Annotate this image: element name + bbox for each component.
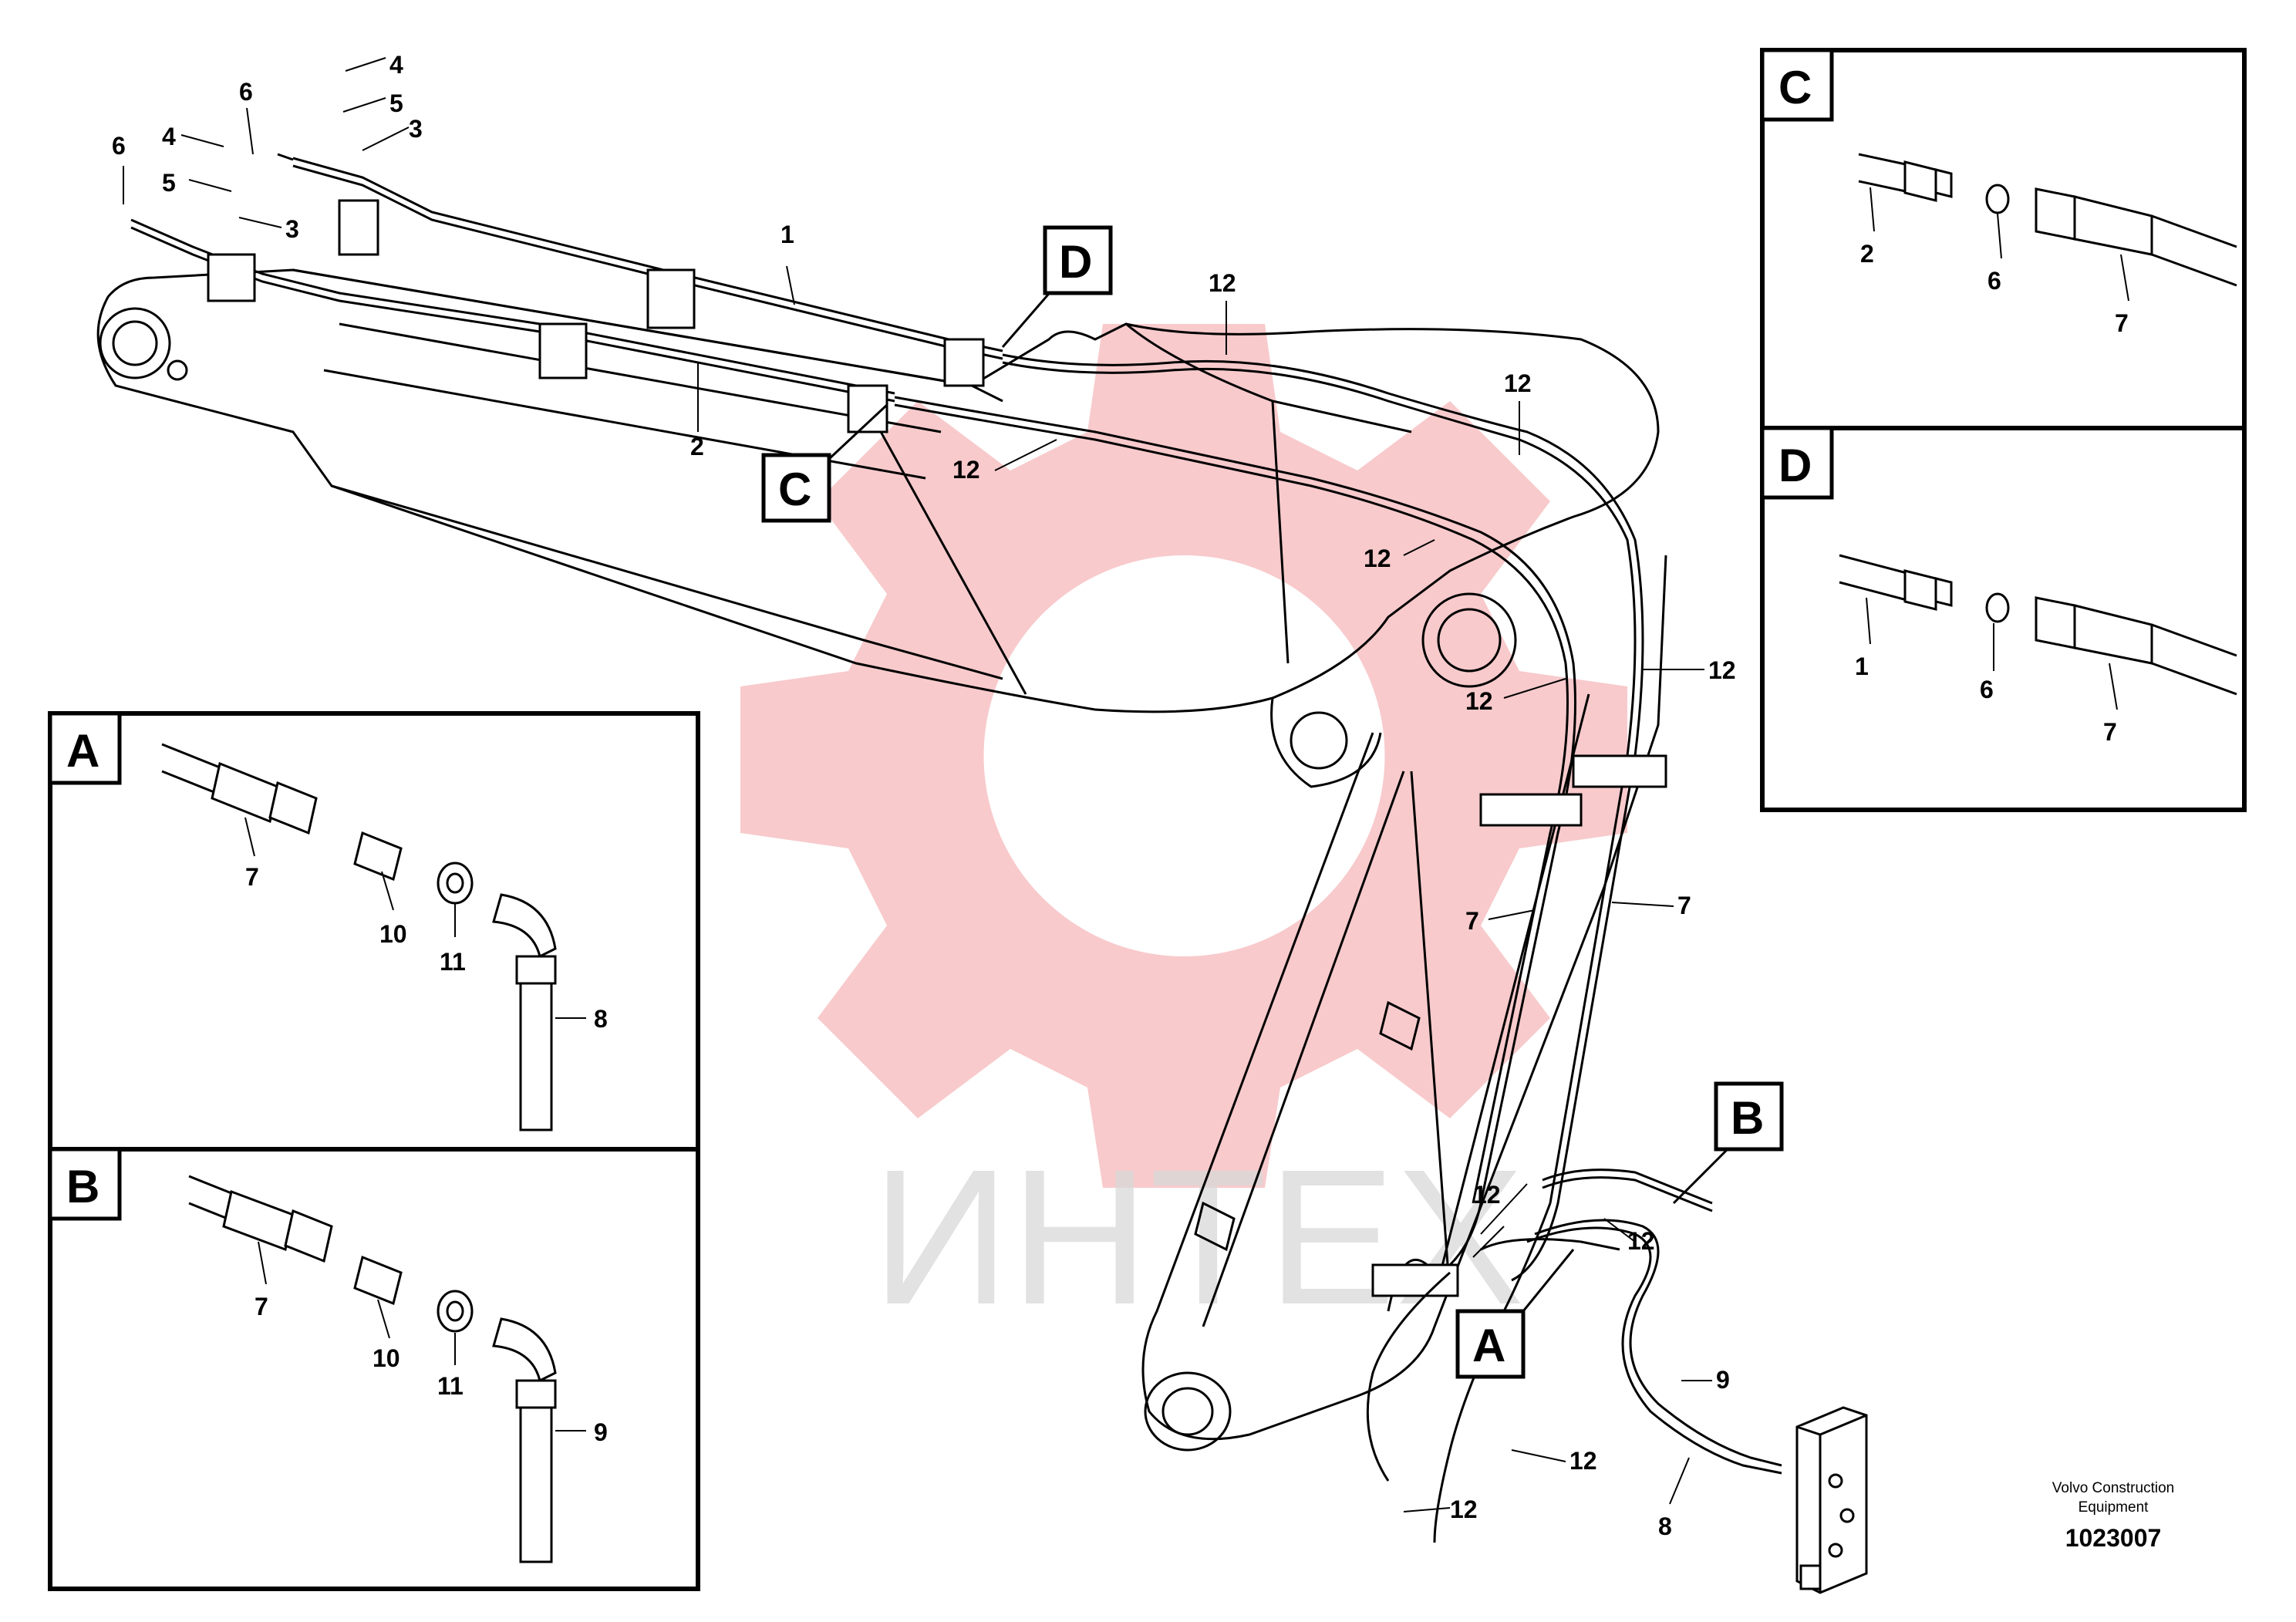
label-5-left: 5 bbox=[162, 169, 176, 197]
detail-C-label-7: 7 bbox=[2115, 309, 2129, 337]
detail-C-title: C bbox=[1778, 62, 1812, 113]
callout-A-label: A bbox=[1472, 1320, 1505, 1371]
detail-D-label-1: 1 bbox=[1855, 653, 1869, 680]
label-1: 1 bbox=[781, 221, 794, 248]
boom-clamps bbox=[207, 199, 985, 433]
detail-D-label-7: 7 bbox=[2103, 718, 2117, 746]
label-6-left: 6 bbox=[112, 132, 126, 160]
detail-A-label-8: 8 bbox=[594, 1005, 608, 1033]
drawing-number: 1023007 bbox=[2065, 1524, 2162, 1552]
detail-panel-AB bbox=[48, 711, 700, 1591]
label-12-f: 12 bbox=[1708, 656, 1736, 684]
label-6-top: 6 bbox=[239, 78, 253, 106]
detail-B-label-10: 10 bbox=[373, 1344, 400, 1372]
label-7-right: 7 bbox=[1677, 892, 1691, 919]
detail-A-label-11: 11 bbox=[440, 948, 466, 976]
control-valve bbox=[1795, 1406, 1868, 1594]
callout-C: C bbox=[761, 403, 888, 523]
label-12-h: 12 bbox=[1627, 1227, 1655, 1255]
detail-panel-CD bbox=[1760, 48, 2247, 812]
leader-lines bbox=[123, 57, 1712, 1512]
callout-C-label: C bbox=[778, 464, 811, 515]
label-12-b: 12 bbox=[1504, 369, 1532, 397]
watermark-text: ИНТЕХ bbox=[872, 1129, 1524, 1344]
label-5-top: 5 bbox=[389, 89, 403, 117]
label-3-left: 3 bbox=[285, 215, 299, 243]
label-9: 9 bbox=[1716, 1366, 1730, 1394]
detail-A-label-7: 7 bbox=[245, 863, 259, 891]
label-12-c: 12 bbox=[952, 456, 980, 484]
watermark-logo bbox=[740, 324, 1627, 1188]
main-labels: 1 2 4 5 3 4 5 3 6 6 12 12 12 12 12 12 12… bbox=[112, 51, 1736, 1540]
detail-B-label-9: 9 bbox=[594, 1418, 608, 1446]
hoses-8-9 bbox=[1366, 1168, 1782, 1543]
label-7-left: 7 bbox=[1465, 907, 1479, 935]
label-12-g: 12 bbox=[1473, 1181, 1501, 1209]
detail-C-label-6: 6 bbox=[1988, 267, 2001, 295]
detail-C-label-2: 2 bbox=[1860, 240, 1874, 268]
detail-B-label-7: 7 bbox=[255, 1293, 268, 1320]
detail-C: C 2 6 7 bbox=[1760, 48, 2237, 337]
label-4-left: 4 bbox=[162, 123, 176, 150]
reference-block: Volvo Construction Equipment 1023007 bbox=[2052, 1480, 2174, 1552]
label-8: 8 bbox=[1658, 1512, 1672, 1540]
label-12-j: 12 bbox=[1450, 1496, 1478, 1523]
detail-D-label-6: 6 bbox=[1980, 676, 1994, 703]
company-name-line2: Equipment bbox=[2079, 1499, 2149, 1516]
callout-D: D bbox=[1001, 225, 1113, 348]
callout-D-label: D bbox=[1059, 236, 1092, 288]
label-12-d: 12 bbox=[1364, 545, 1391, 572]
detail-D-title: D bbox=[1778, 440, 1812, 491]
company-name-line1: Volvo Construction bbox=[2052, 1480, 2174, 1496]
arm-clamps bbox=[1371, 754, 1667, 1297]
label-12-e: 12 bbox=[1465, 687, 1493, 715]
detail-A-title: A bbox=[66, 725, 99, 777]
detail-B-title: B bbox=[66, 1161, 99, 1212]
callout-A: A bbox=[1455, 1249, 1575, 1379]
label-2: 2 bbox=[690, 433, 704, 460]
label-4-top: 4 bbox=[389, 51, 403, 79]
hoses-7 bbox=[894, 353, 1644, 1282]
detail-B-label-11: 11 bbox=[437, 1372, 464, 1400]
detail-A: A 7 10 11 8 bbox=[48, 711, 608, 1131]
boom bbox=[96, 268, 1660, 788]
label-12-i: 12 bbox=[1569, 1447, 1597, 1475]
detail-B: B 7 10 11 9 bbox=[48, 1147, 608, 1563]
label-12-a: 12 bbox=[1209, 269, 1236, 297]
detail-A-label-10: 10 bbox=[379, 920, 407, 948]
detail-D: D 1 6 7 bbox=[1760, 426, 2237, 746]
label-3-top: 3 bbox=[409, 115, 423, 143]
callout-B-label: B bbox=[1731, 1092, 1764, 1144]
callout-B: B bbox=[1672, 1081, 1784, 1205]
